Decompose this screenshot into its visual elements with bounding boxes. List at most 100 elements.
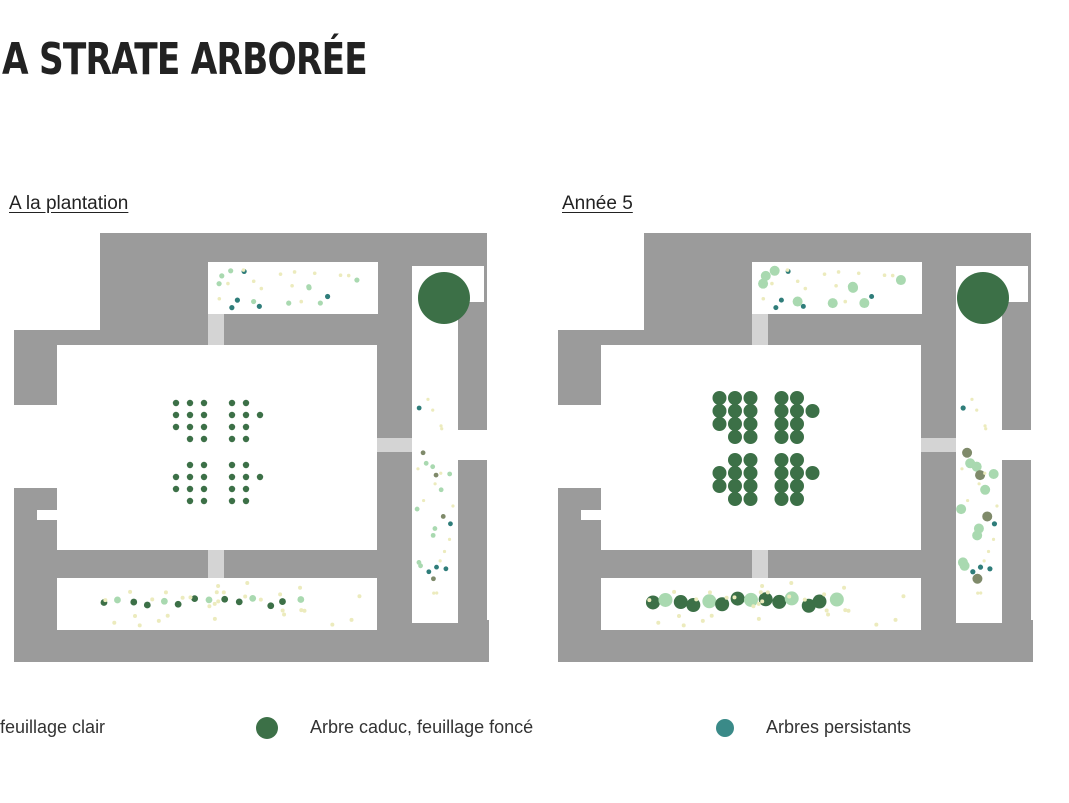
shrub xyxy=(226,281,230,286)
tree-dark xyxy=(221,595,229,603)
shrub xyxy=(843,608,848,613)
tree-olive xyxy=(975,470,986,481)
panel-label-year5: Année 5 xyxy=(562,193,633,214)
tree-light xyxy=(859,298,870,309)
tree-dark xyxy=(801,598,816,613)
tree-evergreen xyxy=(869,294,875,300)
tree-light xyxy=(432,526,438,531)
tree-dark xyxy=(728,430,742,444)
tree-dark xyxy=(712,404,727,418)
tree-light xyxy=(438,487,444,493)
shrub xyxy=(282,612,287,617)
tree-dark xyxy=(186,423,194,431)
tree-dark xyxy=(712,479,727,493)
shrub xyxy=(694,597,699,602)
tree-dark xyxy=(242,399,250,407)
tree-dark xyxy=(235,598,243,606)
shrub xyxy=(163,590,168,595)
tree-evergreen xyxy=(778,297,784,303)
tree-dark xyxy=(774,453,789,467)
shrub xyxy=(278,592,283,597)
tree-dark xyxy=(228,411,236,419)
tree-evergreen xyxy=(324,293,331,300)
shrub xyxy=(433,482,437,486)
tree-dark xyxy=(200,411,208,419)
tree-light xyxy=(743,592,758,607)
tree-dark xyxy=(728,492,742,506)
tree-dark xyxy=(712,417,727,431)
tree-olive xyxy=(962,447,973,458)
tree-dark xyxy=(242,497,250,505)
tree-evergreen xyxy=(987,566,993,572)
shrub xyxy=(882,273,887,277)
tree-dark xyxy=(645,595,660,610)
legend-label-evergreen: Arbres persistants xyxy=(766,717,912,737)
tree-dark xyxy=(686,598,701,613)
tree-dark xyxy=(130,598,138,606)
legend-marker-evergreen xyxy=(716,719,734,737)
shrub xyxy=(707,590,712,595)
tree-olive xyxy=(982,511,993,522)
tree-olive xyxy=(972,573,983,584)
shrub xyxy=(292,270,297,274)
shrub xyxy=(207,604,212,609)
tree-dark xyxy=(200,461,208,469)
shrub xyxy=(983,424,987,428)
tree-olive xyxy=(433,472,439,478)
shrub xyxy=(451,504,455,508)
shrub xyxy=(312,271,317,276)
tree-dark xyxy=(200,399,208,407)
tree-dark xyxy=(790,492,804,506)
shrub xyxy=(966,498,970,503)
tree-dark xyxy=(743,492,758,506)
large-tree xyxy=(957,272,1009,324)
tree-light xyxy=(792,296,803,307)
tree-evergreen xyxy=(426,569,432,575)
shrub xyxy=(245,581,250,586)
shrub xyxy=(346,273,351,278)
shrub xyxy=(251,279,256,284)
legend-marker-dark-foliage xyxy=(256,717,278,739)
shrub xyxy=(299,299,304,304)
tree-evergreen xyxy=(229,305,235,311)
tree-dark xyxy=(790,430,804,444)
shrub xyxy=(709,613,714,618)
shrub xyxy=(843,299,848,304)
shrub xyxy=(299,608,304,613)
tree-light xyxy=(160,597,168,605)
shrub xyxy=(846,608,851,613)
shrub xyxy=(647,598,652,603)
shrub xyxy=(986,549,991,554)
shrub xyxy=(302,608,307,613)
shrub xyxy=(758,590,763,595)
shrub xyxy=(770,281,774,286)
tree-dark xyxy=(790,404,804,418)
shrub xyxy=(214,590,219,595)
tree-dark xyxy=(228,399,236,407)
shrub xyxy=(438,559,442,563)
tree-light xyxy=(219,273,225,279)
tree-dark xyxy=(267,602,275,610)
tree-dark xyxy=(172,473,180,481)
shrub xyxy=(426,397,430,401)
tree-dark xyxy=(228,435,236,443)
tree-light xyxy=(702,594,717,609)
tree-light xyxy=(988,468,999,479)
tree-dark xyxy=(774,466,789,480)
tree-light xyxy=(228,268,234,274)
tree-dark xyxy=(758,592,773,607)
shrub xyxy=(221,590,226,595)
tree-dark xyxy=(256,411,264,419)
tree-olive xyxy=(420,450,426,456)
tree-dark xyxy=(186,411,194,419)
shrub xyxy=(765,590,770,595)
shrub xyxy=(802,597,807,602)
shrub xyxy=(984,427,988,431)
tree-light xyxy=(758,278,769,289)
tree-light xyxy=(895,275,906,286)
shrub xyxy=(298,585,303,590)
shrub xyxy=(803,286,808,291)
tree-light xyxy=(306,285,312,291)
tree-evergreen xyxy=(991,521,998,527)
tree-evergreen xyxy=(977,564,984,570)
